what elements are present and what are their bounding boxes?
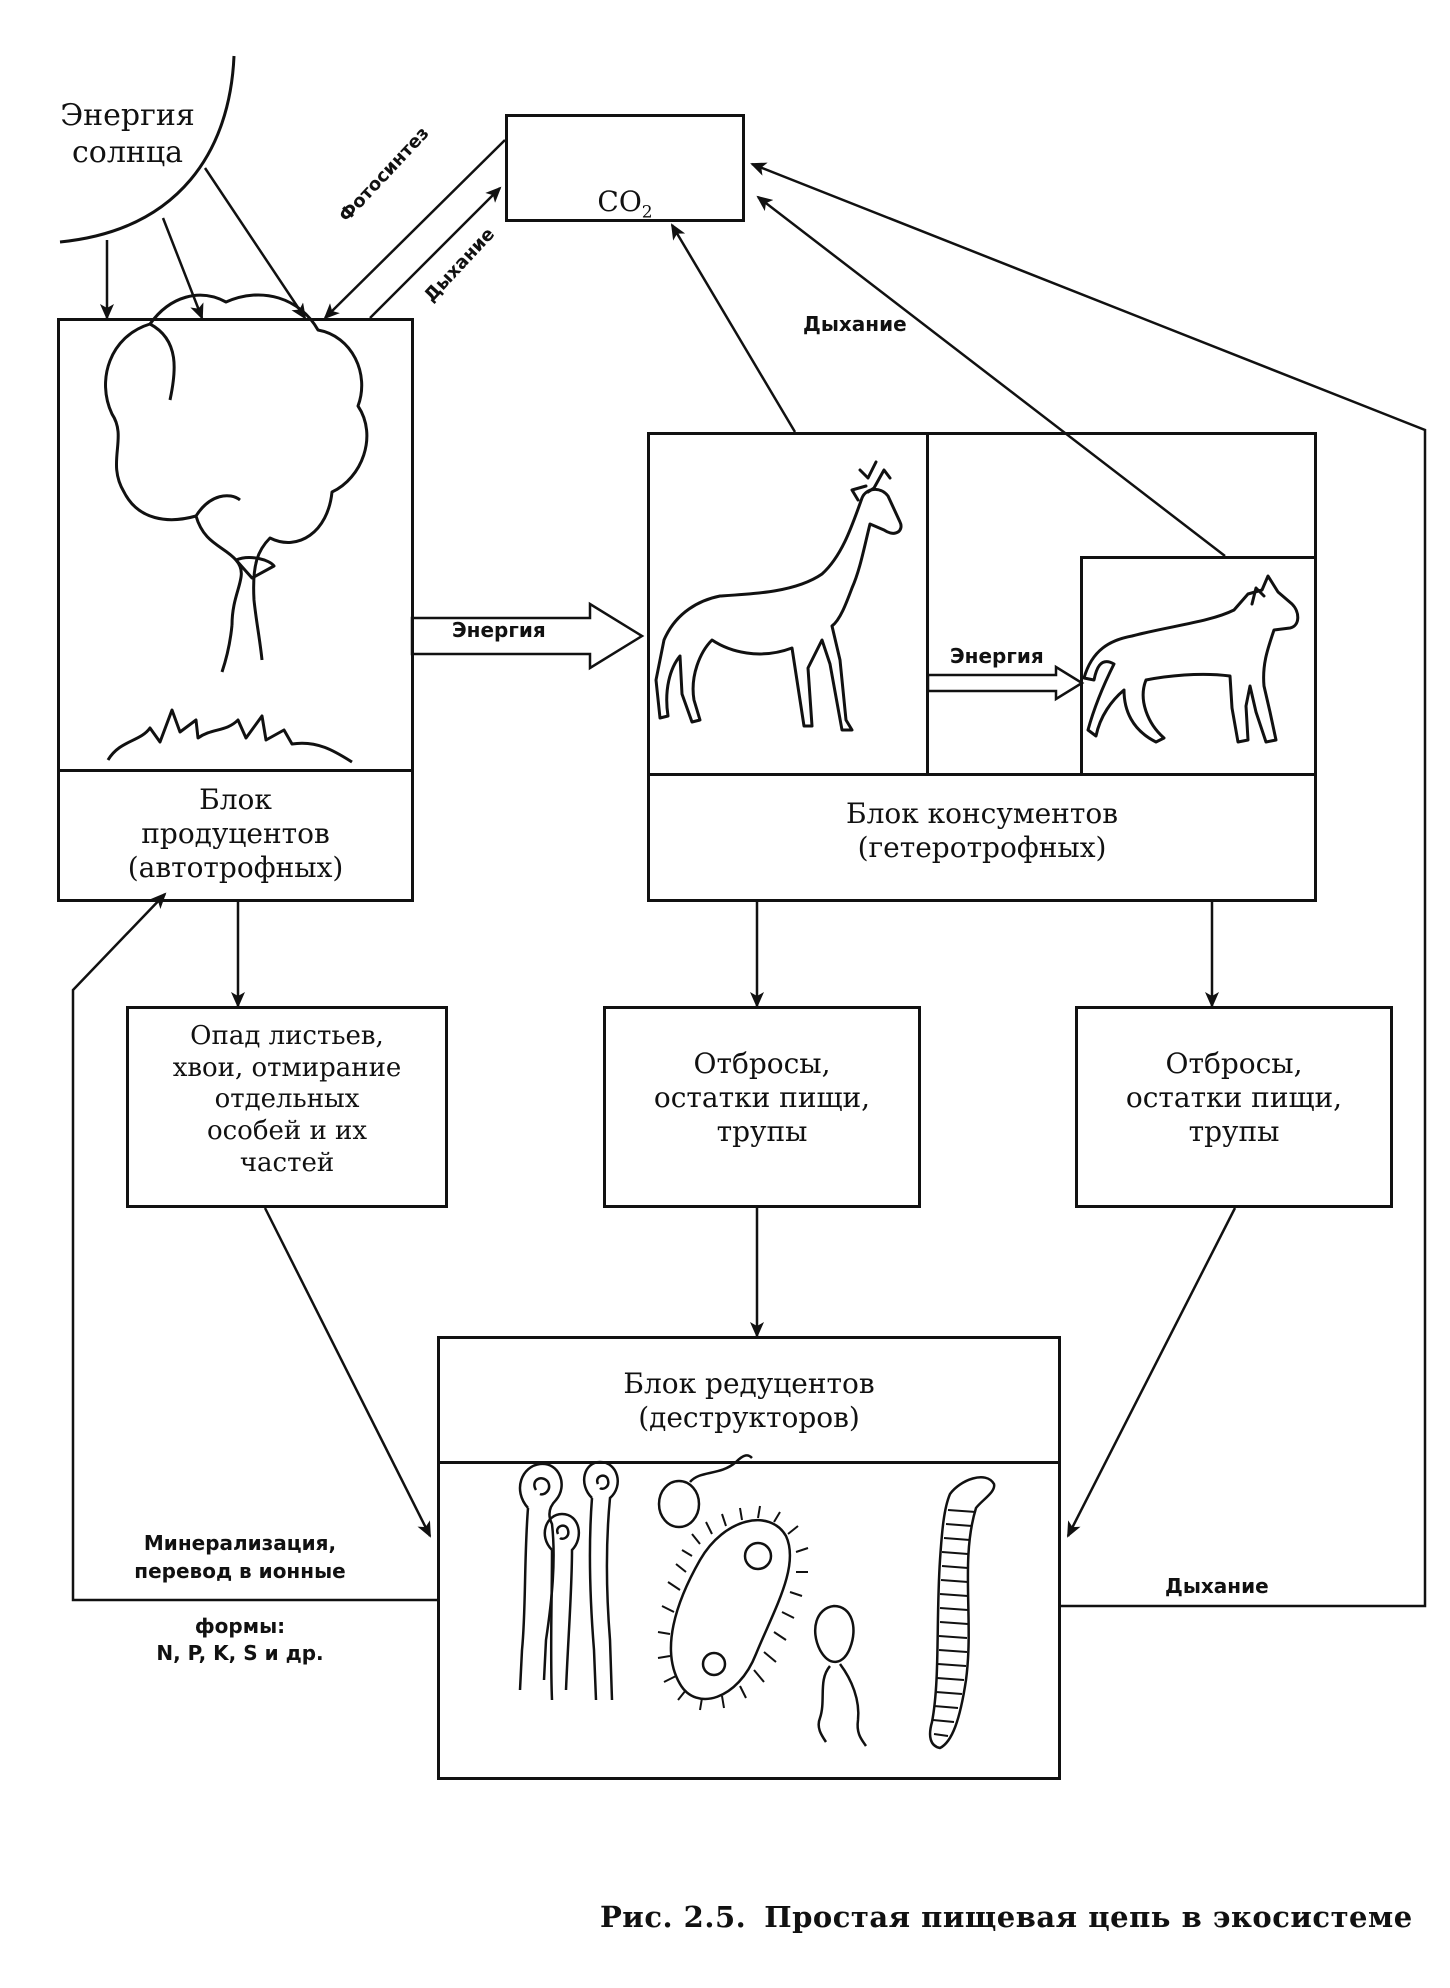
mineralization-label: Минерализация, перевод в ионные формы: N… [134, 1531, 346, 1666]
waste-center-box: Отбросы, остатки пищи, трупы [603, 1006, 921, 1208]
co2-label: CO2 [597, 185, 653, 223]
litter-label: Опад листьев, хвои, отмирание отдельных … [172, 1021, 402, 1178]
wolf-box [1080, 556, 1317, 776]
producers-label: Блок продуцентов (автотрофных) [127, 783, 344, 885]
waste-right-box: Отбросы, остатки пищи, трупы [1075, 1006, 1393, 1208]
co2-subscript: 2 [641, 202, 653, 223]
waste-center-label: Отбросы, остатки пищи, трупы [653, 1047, 871, 1149]
bacteria-icon [657, 1454, 868, 1747]
producers-divider [60, 769, 411, 772]
respiration-consumers-label: Дыхание [803, 312, 907, 336]
energy-arrow-deer-wolf [926, 664, 1085, 702]
mineralization-arrow [71, 892, 437, 1602]
consumers-label: Блок консументов (гетеротрофных) [846, 797, 1118, 865]
deer-icon [654, 460, 903, 732]
fungi-icon [518, 1460, 619, 1701]
photosynthesis-arrow [323, 139, 506, 320]
tree-icon [104, 293, 369, 764]
consumers-block: Блок консументов (гетеротрофных) [647, 432, 1317, 902]
sun-icon [59, 55, 236, 244]
co2-box: CO2 [505, 114, 745, 223]
figure-caption: Рис. 2.5. Простая пищевая цепь в экосисте… [600, 1900, 1413, 1934]
sun-label: Энергия солнца [60, 98, 195, 170]
wolf-respiration-arrow [756, 195, 1226, 557]
worm-icon [928, 1476, 996, 1750]
waste-right-label: Отбросы, остатки пищи, трупы [1125, 1047, 1343, 1149]
sun-rays [100, 167, 307, 320]
reducers-divider [440, 1461, 1058, 1464]
sun-ray-arrow [161, 217, 204, 320]
litter-box: Опад листьев, хвои, отмирание отдельных … [126, 1006, 448, 1208]
energy-label-producers-consumers: Энергия [452, 618, 546, 642]
producers-block: Блок продуцентов (автотрофных) [57, 318, 414, 902]
consumers-divider [650, 773, 1314, 776]
energy-label-deer-wolf: Энергия [950, 644, 1044, 668]
sun-ray-arrow [203, 167, 307, 320]
reducers-respiration-arrow [750, 162, 1427, 1608]
energy-arrow-producers-consumers [410, 601, 645, 671]
deer-box-divider [926, 432, 929, 776]
reducers-block: Блок редуцентов (деструкторов) [437, 1336, 1061, 1780]
reducers-label: Блок редуцентов (деструкторов) [623, 1367, 875, 1435]
deer-respiration-arrow [670, 223, 797, 433]
respiration-reducers-label: Дыхание [1165, 1574, 1269, 1598]
waste-right-to-reducers-arrow [1066, 1207, 1237, 1538]
litter-to-reducers-arrow [263, 1207, 432, 1538]
wolf-icon [1082, 574, 1300, 744]
figure-number: Рис. 2.5. [600, 1900, 747, 1934]
figure-title: Простая пищевая цепь в экосистеме [764, 1900, 1413, 1934]
respiration-producers-arrow [369, 186, 502, 319]
